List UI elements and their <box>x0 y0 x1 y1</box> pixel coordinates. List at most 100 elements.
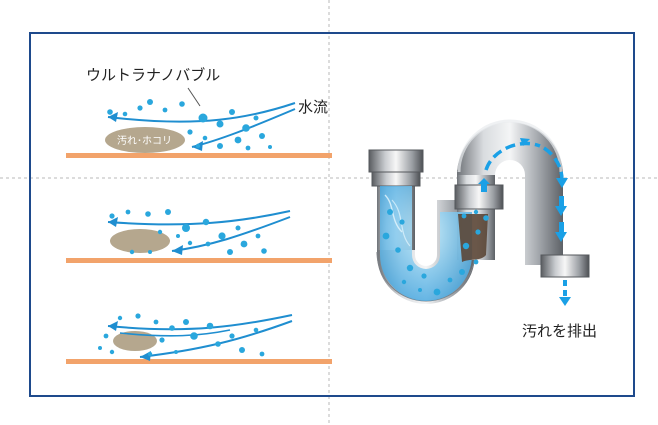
bubble-icon <box>145 211 151 217</box>
bubble-icon <box>137 105 143 111</box>
dirt-dust-particle <box>105 127 185 153</box>
bubble-icon <box>217 143 223 149</box>
bubble-icon <box>129 249 135 255</box>
dirt-dust-particle <box>110 229 170 253</box>
drain-arrow-icon <box>559 280 571 306</box>
bubble-icon <box>473 209 479 215</box>
bubble-icon <box>202 218 210 226</box>
bubble-icon <box>255 233 261 239</box>
bubble-icon <box>259 351 265 357</box>
floor-surface <box>66 359 332 364</box>
bubble-icon <box>235 225 241 231</box>
bubble-icon <box>401 279 407 285</box>
bubble-icon <box>261 248 267 254</box>
bubble-icon <box>162 107 168 113</box>
flow-arrow-icon <box>107 102 296 123</box>
bubble-icon <box>148 250 152 254</box>
bubble-icon <box>165 209 171 215</box>
bubble-cluster <box>98 313 265 357</box>
diagram-frame <box>29 32 635 397</box>
bubble-icon <box>187 240 193 246</box>
bubble-icon <box>187 129 193 135</box>
bubble-icon <box>239 347 245 353</box>
bubble-icon <box>198 113 208 123</box>
bubble-icon <box>259 133 265 139</box>
flow-arrow-icon <box>107 314 293 331</box>
bubble-icon <box>215 341 221 347</box>
bubble-icon <box>205 241 211 247</box>
bubble-icon <box>382 232 390 240</box>
bubble-cluster <box>109 209 267 255</box>
bubble-icon <box>242 124 250 132</box>
bubble-icon <box>195 143 201 149</box>
bubble-icon <box>433 288 441 296</box>
bubble-icon <box>227 249 233 255</box>
flow-arrow-icon <box>171 216 291 252</box>
bubble-icon <box>182 224 190 232</box>
bubble-icon <box>473 259 479 265</box>
bubble-icon <box>206 322 214 330</box>
bubble-icon <box>109 213 115 219</box>
bubble-icon <box>229 109 235 115</box>
dirt-dust-label: 汚れ･ホコリ <box>117 134 172 147</box>
bubble-icon <box>107 109 113 115</box>
bubble-icon <box>268 145 272 149</box>
bubble-icon <box>176 234 180 238</box>
bubble-icon <box>418 288 422 292</box>
bubble-icon <box>174 350 178 354</box>
bubble-icon <box>406 264 414 272</box>
bubble-icon <box>240 240 248 248</box>
bubble-icon <box>153 319 159 325</box>
scene-3-bubble-lifting-dirt <box>66 313 332 364</box>
bubble-icon <box>135 313 141 319</box>
bubble-cluster <box>382 209 489 296</box>
bubble-icon <box>229 333 235 339</box>
bubble-icon <box>447 277 453 283</box>
bubble-icon <box>253 327 259 333</box>
bubble-icon <box>169 325 175 331</box>
flow-arrow-icon <box>478 138 568 242</box>
floor-surface <box>66 153 332 158</box>
bubble-icon <box>190 332 198 340</box>
bubble-icon <box>98 346 102 350</box>
bubble-icon <box>117 315 123 321</box>
bubble-icon <box>462 242 470 250</box>
flow-arrow-icon <box>119 329 231 337</box>
bubble-icon <box>387 209 393 215</box>
bubble-icon <box>461 213 467 219</box>
bubble-icon <box>202 135 208 141</box>
dirt-dust-particle <box>113 331 157 351</box>
flow-arrow-icon <box>107 210 291 226</box>
label-leader-line <box>187 87 201 107</box>
bubble-icon <box>183 319 189 325</box>
bubble-icon <box>147 351 153 357</box>
bubble-icon <box>157 229 163 235</box>
water-flow-label: 水流 <box>298 98 329 116</box>
scene-1-bubble-lifting-dirt: 汚れ･ホコリ <box>66 87 332 158</box>
bubble-icon <box>483 215 489 221</box>
bubble-icon <box>147 99 153 105</box>
bubble-icon <box>475 229 481 235</box>
scene-2-bubble-lifting-dirt <box>66 209 332 263</box>
bubble-icon <box>459 269 465 275</box>
bubble-icon <box>399 219 405 225</box>
pipe-trap-icon <box>368 119 590 306</box>
bubble-icon <box>234 136 242 144</box>
bubble-cluster <box>107 99 272 151</box>
drain-dirt-label: 汚れを排出 <box>522 322 598 340</box>
bubble-icon <box>179 101 185 107</box>
bubble-icon <box>159 337 165 343</box>
bubble-icon <box>122 111 128 117</box>
bubble-icon <box>245 145 251 151</box>
bubble-icon <box>253 115 259 121</box>
bubble-icon <box>218 232 226 240</box>
bubble-icon <box>421 273 427 279</box>
floor-surface <box>66 258 332 263</box>
bubble-icon <box>103 333 109 339</box>
bubble-icon <box>216 120 224 128</box>
ultra-nano-bubble-label: ウルトラナノバブル <box>86 66 221 84</box>
bubble-icon <box>109 349 115 355</box>
bubble-icon <box>125 209 131 215</box>
